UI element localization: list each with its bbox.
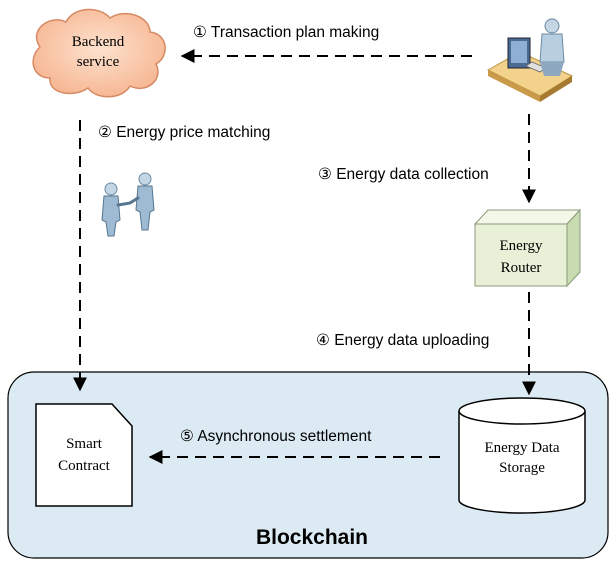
user-at-computer-icon [486,18,574,102]
step-1-label: ① Transaction plan making [193,24,379,41]
handshake-icon [101,172,155,237]
smart-contract-document: Smart Contract [35,403,133,507]
step-5-label: ⑤ Asynchronous settlement [180,428,372,445]
contract-label-line1: Smart [66,436,103,452]
contract-label-line2: Contract [58,458,110,474]
storage-label-line2: Storage [499,460,545,476]
router-label-line2: Router [501,260,542,276]
blockchain-container: Blockchain [7,371,609,559]
storage-label-line1: Energy Data [484,440,559,456]
step-4-label: ④ Energy data uploading [316,332,489,349]
step-2-label: ② Energy price matching [98,124,270,141]
energy-data-storage: Energy Data Storage [458,397,586,514]
backend-label-line2: service [77,54,120,70]
backend-label-line1: Backend [72,34,125,50]
step-3-label: ③ Energy data collection [318,166,489,183]
router-label-line1: Energy [499,238,543,254]
backend-service-cloud: Backend service [32,8,166,98]
blockchain-label: Blockchain [256,526,368,549]
energy-router-box: Energy Router [473,208,582,288]
